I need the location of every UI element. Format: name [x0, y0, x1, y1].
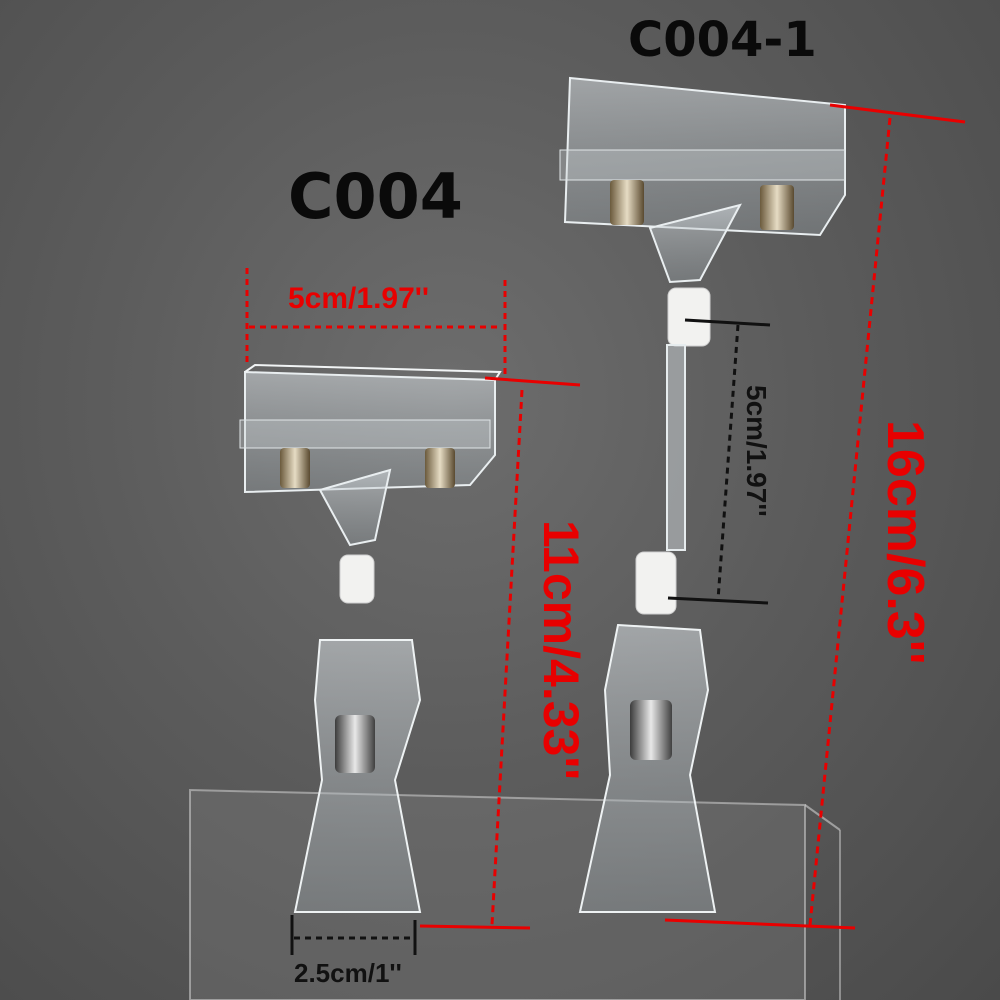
c004-1-height-label: 16cm/6.3'': [876, 420, 934, 665]
model-label-c004: C004: [288, 160, 463, 233]
rod-dimension-lines: [290, 318, 771, 955]
c004-holder: [239, 363, 502, 913]
acrylic-stand: [189, 788, 841, 1000]
dimension-lines: [245, 103, 966, 930]
head-width-label: 5cm/1.97'': [288, 282, 430, 315]
model-label-c004-1: C004-1: [628, 12, 817, 68]
c004-height-label: 11cm/4.33'': [533, 520, 589, 781]
clip-width-label: 2.5cm/1'': [294, 958, 402, 988]
rod-length-label: 5cm/1.97'': [741, 385, 772, 517]
c004-1-holder: [559, 76, 846, 913]
